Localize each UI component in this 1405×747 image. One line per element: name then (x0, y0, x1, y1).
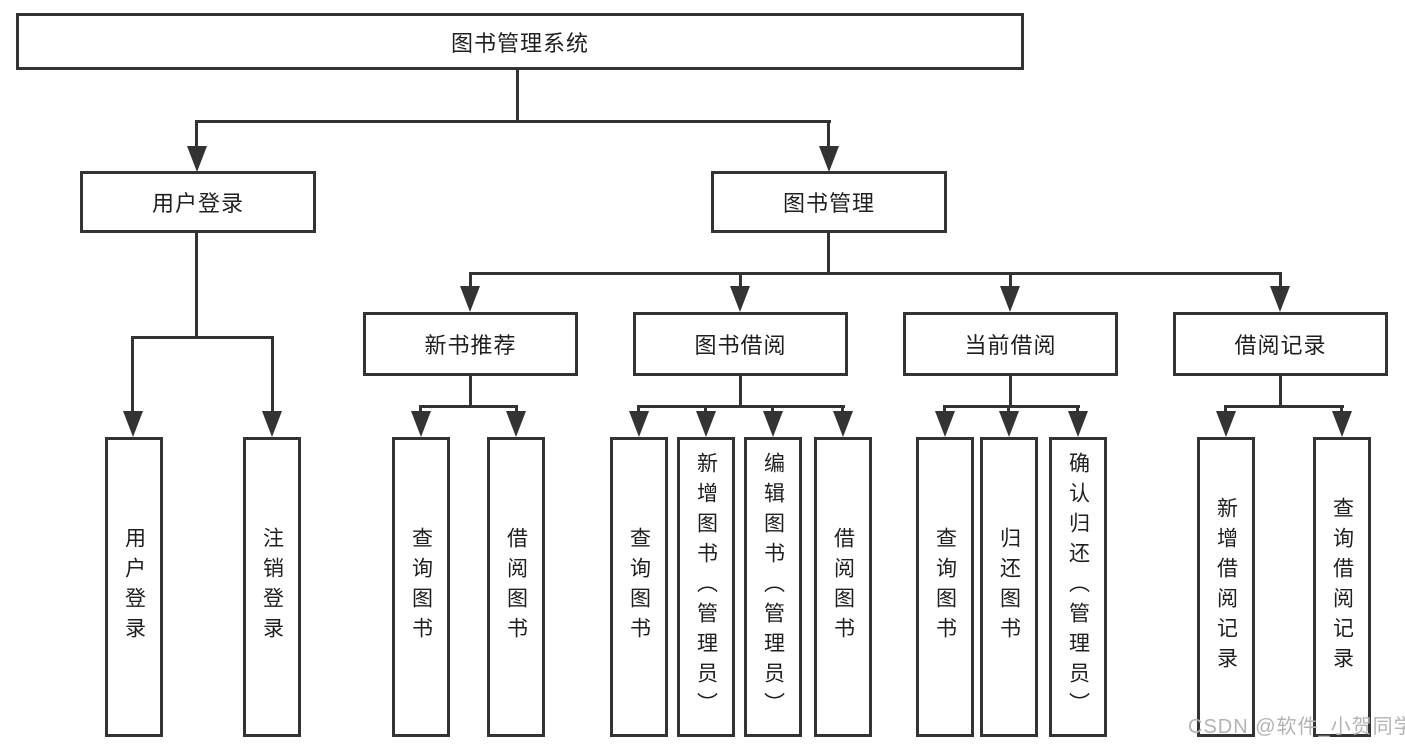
connector-leaf-stub (271, 336, 274, 413)
connector-borrow-records-stem (1279, 376, 1282, 408)
connector-user-login-branch (131, 336, 274, 339)
arrow-down-icon (411, 411, 431, 437)
watermark: CSDN @软件_小贺同学 (1188, 716, 1405, 738)
leaf-query-books-borrow-label: 查询图书 (627, 527, 651, 647)
leaf-borrow-books-recommend-label: 借阅图书 (504, 527, 528, 647)
connector-leaf-stub (131, 336, 134, 413)
arrow-down-icon (187, 146, 207, 172)
connector-leaf-stub (943, 405, 946, 413)
connector-leaf-stub (771, 405, 774, 413)
connector-leaf-stub (419, 405, 422, 413)
connector-user-login-stub (195, 120, 198, 148)
connector-current-borrow-stem (1009, 376, 1012, 408)
arrow-down-icon (123, 411, 143, 437)
node-new-book-recommendation-label: 新书推荐 (424, 333, 517, 358)
arrow-down-icon (506, 411, 526, 437)
arrow-down-icon (999, 411, 1019, 437)
leaf-add-borrow-record: 新增借阅记录 (1197, 437, 1255, 737)
connector-leaf-stub (841, 405, 844, 413)
leaf-query-books-recommend-label: 查询图书 (409, 527, 433, 647)
leaf-query-books-borrow: 查询图书 (610, 437, 668, 737)
leaf-query-borrow-record: 查询借阅记录 (1313, 437, 1371, 737)
connector-user-login-stem (195, 233, 198, 338)
leaf-user-login: 用户登录 (105, 437, 163, 737)
connector-level3-stub (739, 272, 742, 288)
node-borrowing-records: 借阅记录 (1173, 312, 1388, 376)
arrow-down-icon (1000, 286, 1020, 312)
arrow-down-icon (935, 411, 955, 437)
arrow-down-icon (819, 146, 839, 172)
arrow-down-icon (833, 411, 853, 437)
connector-book-management-stub (827, 120, 830, 148)
connector-book-borrow-branch (637, 405, 845, 408)
node-book-management: 图书管理 (711, 171, 947, 233)
connector-level3-branch (469, 272, 1282, 275)
node-book-borrowing: 图书借阅 (633, 312, 848, 376)
connector-level3-stub (1279, 272, 1282, 288)
node-root-label: 图书管理系统 (450, 30, 589, 56)
arrow-down-icon (1068, 411, 1088, 437)
arrow-down-icon (629, 411, 649, 437)
leaf-borrow-books-label: 借阅图书 (831, 527, 855, 647)
connector-leaf-stub (1224, 405, 1227, 413)
node-borrowing-records-label: 借阅记录 (1234, 333, 1327, 358)
leaf-query-borrow-record-label: 查询借阅记录 (1330, 497, 1354, 677)
arrow-down-icon (1270, 286, 1290, 312)
leaf-add-book-admin-label: 新增图书（管理员） (694, 452, 718, 722)
leaf-edit-book-admin: 编辑图书（管理员） (744, 437, 802, 737)
leaf-query-books-current-label: 查询图书 (933, 527, 957, 647)
connector-new-book-branch (419, 405, 518, 408)
node-current-borrowing-label: 当前借阅 (964, 333, 1057, 358)
leaf-logout: 注销登录 (243, 437, 301, 737)
arrow-down-icon (1216, 411, 1236, 437)
connector-book-management-stem (827, 233, 830, 274)
leaf-query-books-recommend: 查询图书 (392, 437, 450, 737)
node-user-login-label: 用户登录 (151, 191, 244, 216)
connector-leaf-stub (637, 405, 640, 413)
node-user-login: 用户登录 (80, 171, 316, 233)
node-book-borrowing-label: 图书借阅 (694, 333, 787, 358)
leaf-query-books-current: 查询图书 (916, 437, 974, 737)
connector-current-borrow-branch (943, 405, 1080, 408)
node-book-management-label: 图书管理 (782, 191, 875, 216)
leaf-borrow-books-recommend: 借阅图书 (487, 437, 545, 737)
connector-leaf-stub (704, 405, 707, 413)
node-new-book-recommendation: 新书推荐 (363, 312, 578, 376)
leaf-add-book-admin: 新增图书（管理员） (677, 437, 735, 737)
leaf-add-borrow-record-label: 新增借阅记录 (1214, 497, 1238, 677)
leaf-user-login-label: 用户登录 (122, 527, 146, 647)
arrow-down-icon (262, 411, 282, 437)
arrow-down-icon (1332, 411, 1352, 437)
connector-leaf-stub (1076, 405, 1079, 413)
leaf-edit-book-admin-label: 编辑图书（管理员） (761, 452, 785, 722)
connector-leaf-stub (1007, 405, 1010, 413)
connector-root-stem (516, 68, 519, 122)
leaf-borrow-books: 借阅图书 (814, 437, 872, 737)
arrow-down-icon (460, 286, 480, 312)
leaf-logout-label: 注销登录 (260, 527, 284, 647)
connector-level3-stub (1009, 272, 1012, 288)
arrow-down-icon (763, 411, 783, 437)
leaf-return-book-label: 归还图书 (997, 527, 1021, 647)
node-current-borrowing: 当前借阅 (903, 312, 1118, 376)
leaf-return-book: 归还图书 (980, 437, 1038, 737)
connector-new-book-stem (469, 376, 472, 408)
arrow-down-icon (696, 411, 716, 437)
connector-borrow-records-branch (1224, 405, 1344, 408)
leaf-confirm-return-admin: 确认归还（管理员） (1049, 437, 1107, 737)
connector-leaf-stub (515, 405, 518, 413)
arrow-down-icon (730, 286, 750, 312)
connector-book-borrow-stem (739, 376, 742, 408)
node-root: 图书管理系统 (16, 13, 1024, 70)
connector-level2-branch (196, 120, 831, 123)
connector-leaf-stub (1340, 405, 1343, 413)
connector-level3-stub (469, 272, 472, 288)
leaf-confirm-return-admin-label: 确认归还（管理员） (1066, 452, 1090, 722)
